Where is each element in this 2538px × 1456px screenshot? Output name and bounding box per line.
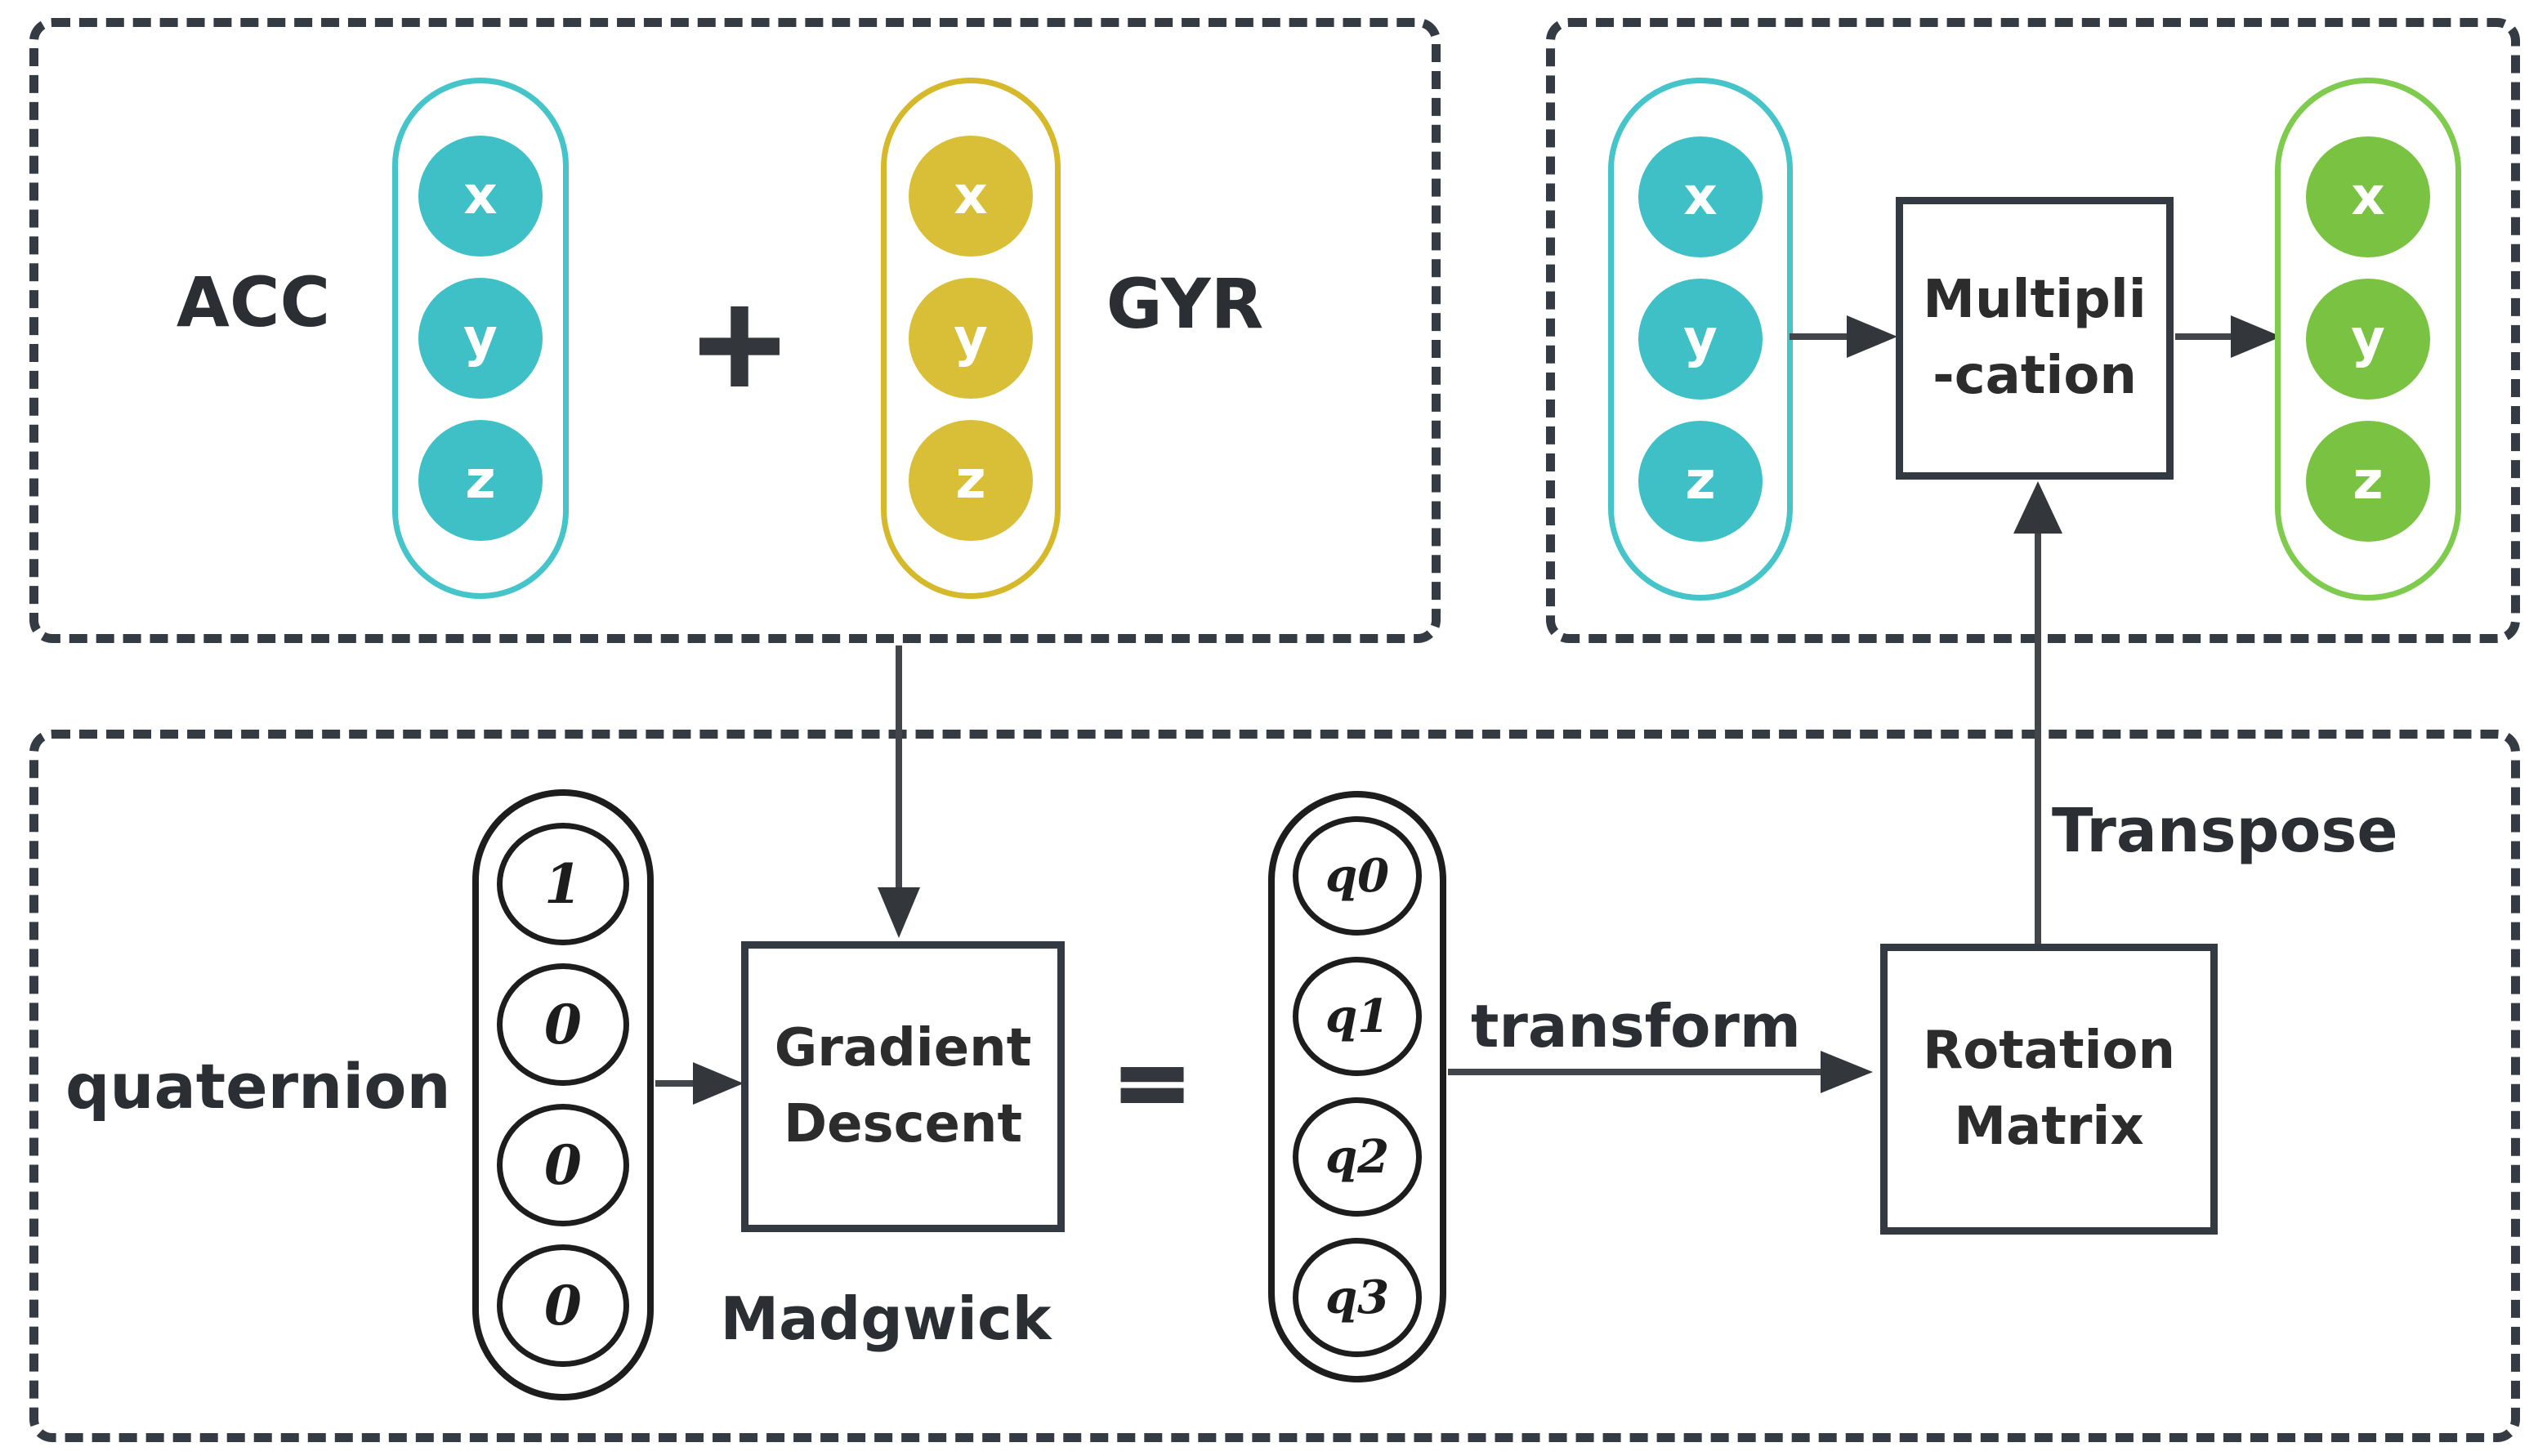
initial-quaternion-pill: 1 0 0 0: [472, 789, 654, 1400]
world-frame-vector-pill: x y z: [2275, 78, 2461, 601]
gradient-descent-box: Gradient Descent: [741, 941, 1065, 1232]
madgwick-panel-border: [29, 730, 2520, 1442]
input-axis-z-circle: z: [1638, 421, 1763, 542]
result-quaternion-pill: q0 q1 q2 q3: [1268, 791, 1446, 1382]
arrow-quat-to-rotation-line: [1448, 1069, 1822, 1075]
acc-vector-pill: x y z: [392, 78, 569, 599]
init-q1-circle: 0: [497, 963, 629, 1086]
gyr-vector-pill: x y z: [881, 78, 1061, 599]
arrow-multiplication-to-output-line: [2175, 333, 2232, 340]
gradient-descent-label-line1: Gradient: [774, 1018, 1032, 1079]
init-q2-circle: 0: [497, 1104, 629, 1226]
equals-sign: =: [1110, 1026, 1193, 1140]
rotation-matrix-label-line2: Matrix: [1954, 1096, 2144, 1157]
arrow-sensors-to-gradient-head-icon: [878, 887, 920, 938]
arrow-rotation-to-multiplication-line: [2035, 531, 2041, 944]
result-q2-circle: q2: [1293, 1097, 1422, 1217]
gyr-axis-x-circle: x: [909, 136, 1033, 257]
arrow-input-to-multiplication-head-icon: [1847, 315, 1897, 358]
multiplication-box: Multipli -cation: [1896, 197, 2174, 480]
acc-axis-x-circle: x: [418, 136, 543, 257]
acc-label: ACC: [176, 262, 331, 342]
acc-axis-y-circle: y: [418, 278, 543, 399]
input-axis-x-circle: x: [1638, 136, 1763, 257]
multiplication-box-label-line1: Multipli: [1923, 270, 2147, 331]
result-q3-circle: q3: [1293, 1238, 1422, 1357]
init-q3-circle: 0: [497, 1244, 629, 1367]
rotation-matrix-label-line1: Rotation: [1922, 1021, 2176, 1082]
plus-sign: +: [686, 272, 793, 414]
output-axis-x-circle: x: [2306, 136, 2430, 257]
transform-label: transform: [1471, 992, 1801, 1061]
result-q1-circle: q1: [1293, 957, 1422, 1076]
acc-axis-z-circle: z: [418, 420, 543, 541]
madgwick-label: Madgwick: [720, 1284, 1052, 1353]
sensors-panel-border: [29, 18, 1441, 643]
gyr-axis-z-circle: z: [909, 420, 1033, 541]
arrow-rotation-to-multiplication-head-icon: [2013, 481, 2062, 534]
gradient-descent-label-line2: Descent: [783, 1094, 1023, 1155]
arrow-quaternion-to-gradient-line: [655, 1080, 695, 1087]
multiplication-box-label-line2: -cation: [1933, 346, 2137, 406]
arrow-quaternion-to-gradient-head-icon: [693, 1062, 744, 1105]
multiplication-panel-border: [1546, 18, 2520, 643]
transpose-label: Transpose: [2052, 796, 2398, 866]
arrow-input-to-multiplication-line: [1790, 333, 1848, 340]
result-q0-circle: q0: [1293, 816, 1422, 936]
init-q0-circle: 1: [497, 823, 629, 945]
arrow-quat-to-rotation-head-icon: [1821, 1051, 1873, 1093]
arrow-multiplication-to-output-head-icon: [2231, 315, 2281, 358]
output-axis-z-circle: z: [2306, 421, 2430, 542]
quaternion-label: quaternion: [65, 1050, 451, 1123]
arrow-sensors-to-gradient-line: [896, 645, 902, 889]
rotation-matrix-box: Rotation Matrix: [1880, 944, 2218, 1235]
gyr-axis-y-circle: y: [909, 278, 1033, 399]
gyr-label: GYR: [1106, 264, 1264, 344]
body-frame-vector-pill: x y z: [1608, 78, 1793, 601]
output-axis-y-circle: y: [2306, 279, 2430, 400]
input-axis-y-circle: y: [1638, 279, 1763, 400]
